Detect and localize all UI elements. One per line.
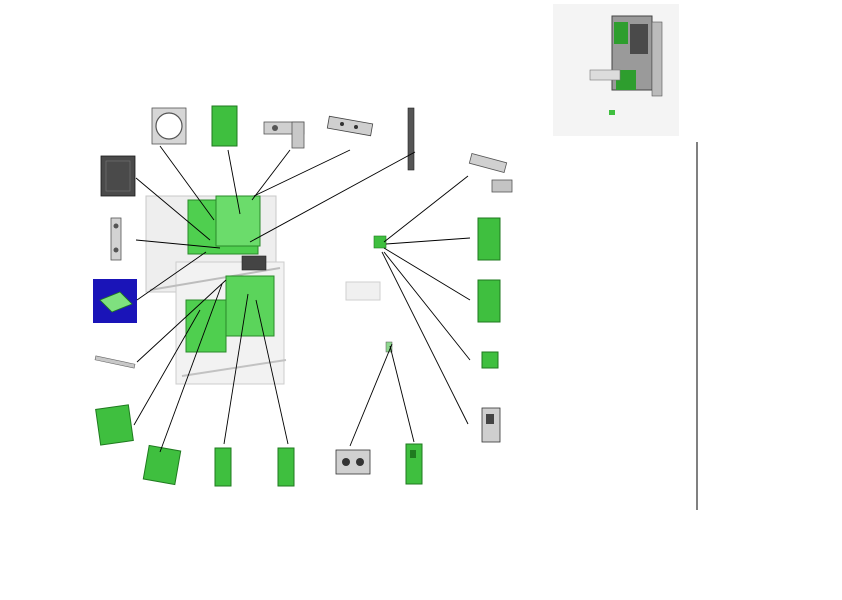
thumbnail-base: [589, 69, 621, 81]
guide-rail: [94, 355, 136, 369]
connector-clip: [335, 449, 371, 475]
thumbnail-board-3: [616, 70, 636, 90]
overview-thumbnail: [553, 4, 679, 136]
small-connector: [481, 351, 499, 369]
leader-line: [136, 279, 227, 363]
center-assembly: [345, 235, 393, 353]
frame-rail-2: [181, 359, 287, 377]
chassis-frame: [145, 195, 287, 385]
thumbnail-part: [609, 110, 615, 115]
leader-line: [223, 293, 249, 445]
leader-line: [135, 239, 221, 249]
leader-line: [383, 247, 471, 301]
leader-line: [389, 345, 415, 443]
leader-line: [253, 149, 351, 197]
leader-line: [136, 251, 207, 301]
connector-board: [405, 443, 423, 485]
center-block: [345, 281, 381, 301]
frame-connector: [241, 255, 267, 271]
leader-line: [133, 309, 201, 426]
center-mini-board: [373, 235, 387, 249]
leader-lines: [133, 145, 471, 453]
corner-bracket: [468, 153, 513, 193]
thumbnail-board-2: [630, 24, 648, 54]
leader-line: [251, 149, 291, 201]
circuit-card-b: [95, 404, 134, 446]
leader-line: [381, 251, 469, 425]
bracket-l: [263, 121, 305, 149]
hinge-bracket: [110, 217, 122, 261]
thumbnail-board-1: [614, 22, 628, 44]
leader-line: [135, 177, 211, 241]
leader-line: [383, 175, 469, 243]
long-strip: [407, 107, 415, 171]
leader-line: [383, 251, 471, 361]
leader-line: [349, 343, 393, 447]
narrow-card-b: [277, 447, 295, 487]
frame-board-lower-a: [185, 299, 227, 353]
circuit-card-c: [142, 444, 182, 486]
side-card-b: [477, 279, 501, 323]
narrow-card-a: [214, 447, 232, 487]
dark-panel: [100, 155, 136, 197]
thumbnail-side: [651, 21, 663, 97]
mounting-ring: [151, 107, 187, 145]
side-card-a: [477, 217, 501, 261]
circuit-card-a: [211, 105, 238, 147]
frame-rail-1: [149, 267, 281, 291]
leader-line: [159, 145, 215, 221]
leader-line: [159, 283, 223, 453]
leader-line: [249, 151, 416, 243]
leader-line: [255, 299, 289, 445]
latch-bracket: [481, 407, 501, 443]
highlighted-module: [93, 279, 137, 323]
rail-bracket: [326, 115, 374, 137]
frame-board-lower-b: [225, 275, 275, 337]
leader-line: [385, 237, 471, 245]
leader-line: [227, 149, 241, 215]
